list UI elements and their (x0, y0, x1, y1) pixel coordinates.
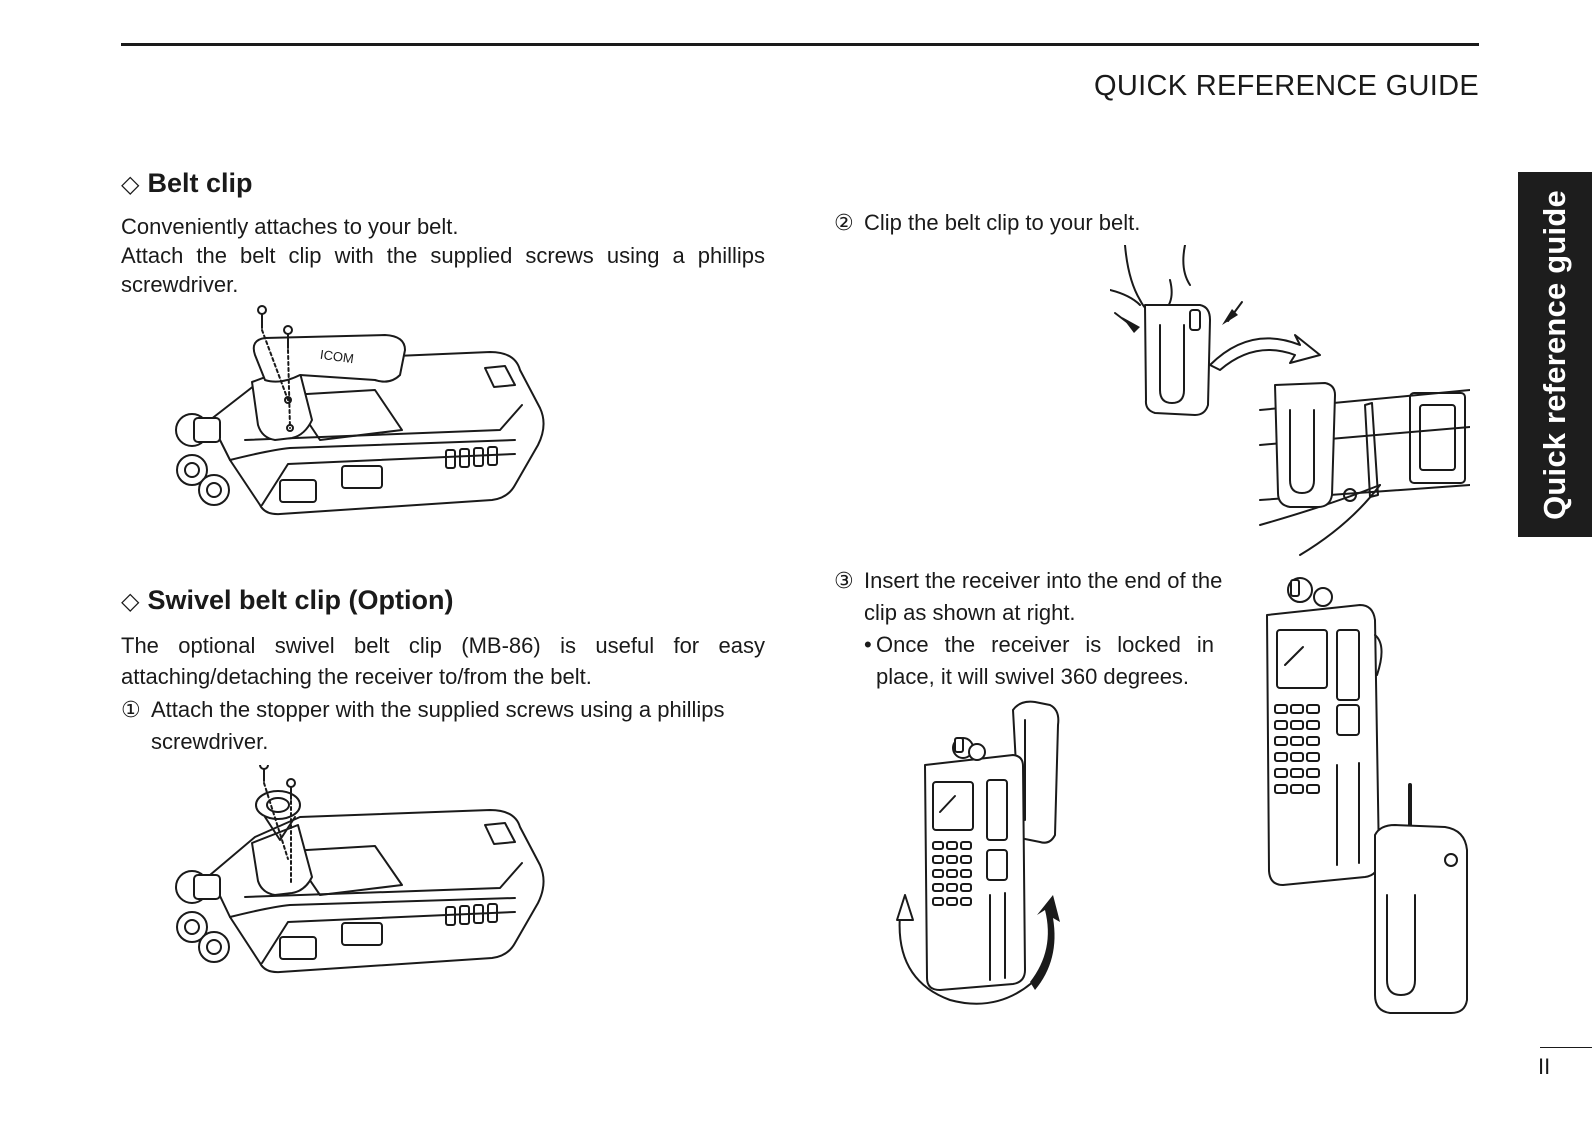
step-1-text: Attach the stopper with the supplied scr… (151, 697, 725, 754)
step-3-number: ③ (834, 568, 854, 593)
step-2: ② Clip the belt clip to your belt. (834, 208, 1140, 237)
bullet-icon: • (864, 632, 872, 657)
swivel-heading-wrap: ◇ Swivel belt clip (Option) (121, 585, 454, 616)
step-3-bullet: • Once the receiver is locked in place, … (864, 629, 1214, 693)
diamond-icon: ◇ (121, 588, 140, 615)
stopper-illustration (175, 765, 545, 974)
belt-clip-illustration: ICOM (175, 305, 545, 516)
diamond-icon: ◇ (121, 171, 140, 198)
belt-clip-heading: ◇ Belt clip (121, 168, 253, 199)
swivel-step-1: ① Attach the stopper with the supplied s… (121, 694, 765, 758)
screw-icon (259, 765, 296, 884)
swivel-clip-heading: ◇ Swivel belt clip (Option) (121, 585, 454, 616)
clip-to-belt-illustration (1110, 245, 1470, 556)
belt-clip-line2: Attach the belt clip with the supplied s… (121, 243, 765, 297)
step-2-number: ② (834, 210, 854, 235)
step-3-bullet-text: Once the receiver is locked in place, it… (876, 632, 1214, 689)
side-section-tab[interactable]: Quick reference guide (1518, 172, 1592, 537)
belt-clip-body: Conveniently attaches to your belt. Atta… (121, 212, 765, 299)
header-rule (121, 43, 1479, 46)
swivel-rotation-illustration (896, 700, 1060, 1005)
insert-receiver-illustration (1266, 577, 1468, 1014)
page-header-title: QUICK REFERENCE GUIDE (1094, 70, 1479, 102)
step-3: ③ Insert the receiver into the end of th… (834, 565, 1224, 629)
step-3-text: Insert the receiver into the end of the … (864, 568, 1223, 625)
screw-icon (257, 305, 293, 429)
footer-rule (1540, 1047, 1592, 1048)
belt-clip-heading-wrap: ◇ Belt clip (121, 168, 253, 199)
page-number: II (1538, 1054, 1551, 1079)
swivel-description: The optional swivel belt clip (MB-86) is… (121, 633, 765, 689)
belt-clip-heading-text: Belt clip (147, 168, 253, 198)
swivel-heading-text: Swivel belt clip (Option) (147, 585, 454, 615)
step-2-text: Clip the belt clip to your belt. (864, 210, 1141, 235)
step-1-number: ① (121, 697, 141, 722)
clip-brand-text: ICOM (319, 347, 355, 367)
side-tab-label: Quick reference guide (1537, 189, 1573, 520)
belt-clip-line1: Conveniently attaches to your belt. (121, 214, 459, 239)
